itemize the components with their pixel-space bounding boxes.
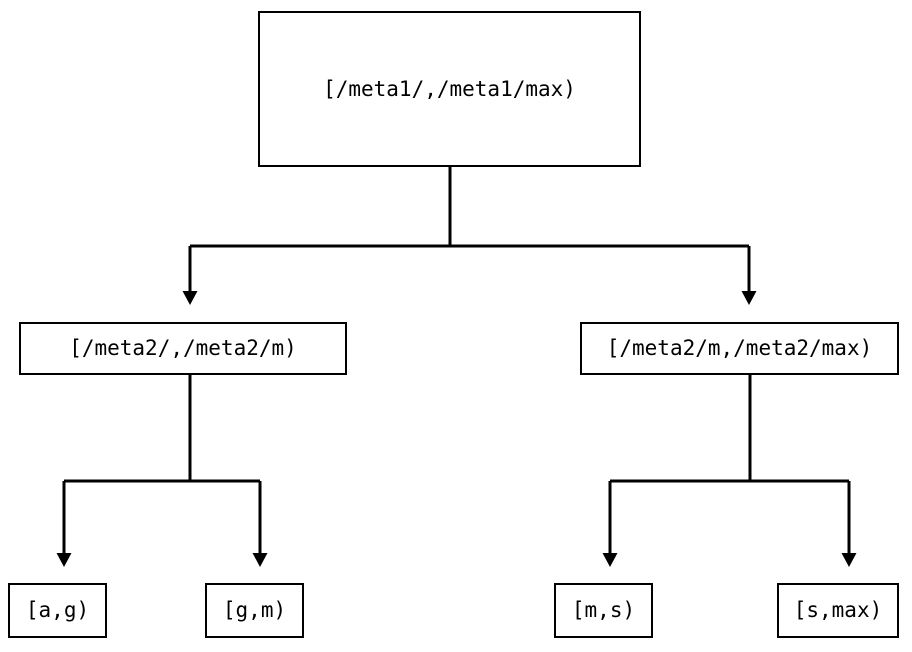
arrowhead-branch-left-to-leaf-a-g	[56, 553, 72, 567]
arrowhead-branch-left-to-leaf-g-m	[252, 553, 268, 567]
tree-node-leaf-g-m-label: [g,m)	[222, 598, 287, 622]
tree-node-leaf-g-m[interactable]: [g,m)	[205, 583, 304, 638]
tree-node-leaf-m-s-label: [m,s)	[571, 598, 636, 622]
tree-node-branch-left-label: [/meta2/,/meta2/m)	[69, 336, 297, 360]
arrowhead-root-to-branch-right	[741, 291, 757, 305]
tree-node-leaf-a-g-label: [a,g)	[25, 598, 90, 622]
tree-node-root-label: [/meta1/,/meta1/max)	[323, 76, 576, 101]
tree-node-branch-left[interactable]: [/meta2/,/meta2/m)	[19, 322, 347, 375]
tree-node-leaf-a-g[interactable]: [a,g)	[8, 583, 107, 638]
tree-node-leaf-s-max-label: [s,max)	[793, 598, 883, 622]
edge-branch-right-to-leaves	[602, 375, 857, 567]
tree-node-root[interactable]: [/meta1/,/meta1/max)	[258, 11, 641, 167]
tree-node-leaf-s-max[interactable]: [s,max)	[777, 583, 899, 638]
arrowhead-branch-right-to-leaf-m-s	[602, 553, 618, 567]
edge-root-to-branches	[182, 167, 757, 305]
tree-node-leaf-m-s[interactable]: [m,s)	[554, 583, 653, 638]
arrowhead-branch-right-to-leaf-s-max	[841, 553, 857, 567]
tree-node-branch-right-label: [/meta2/m,/meta2/max)	[606, 336, 873, 360]
arrowhead-root-to-branch-left	[182, 291, 198, 305]
tree-node-branch-right[interactable]: [/meta2/m,/meta2/max)	[580, 322, 899, 375]
edge-branch-left-to-leaves	[56, 375, 268, 567]
